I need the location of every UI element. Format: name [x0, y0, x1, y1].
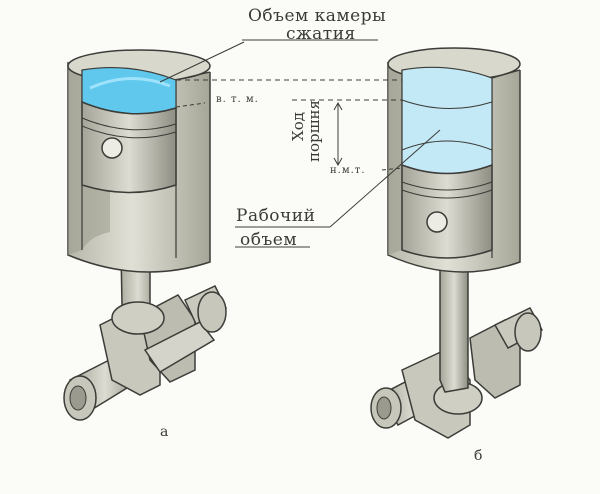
label-figure-a: а — [160, 424, 169, 440]
label-tdc: в. т. м. — [216, 94, 259, 105]
piston-a — [81, 100, 177, 194]
engine-b — [370, 47, 544, 439]
label-working-volume-2: объем — [240, 230, 298, 250]
engine-a — [63, 49, 227, 421]
label-compression-volume-2: сжатия — [286, 24, 356, 44]
label-compression-volume-1: Объем камеры — [248, 6, 387, 26]
annotation-lines — [159, 39, 441, 248]
label-figure-b: б — [474, 448, 483, 464]
label-stroke-1: Ход — [289, 112, 307, 141]
label-working-volume-1: Рабочий — [236, 206, 316, 226]
label-stroke-2: поршня — [305, 100, 323, 163]
working-volume-b — [401, 66, 493, 175]
piston-b — [401, 163, 493, 259]
label-bdc: н.м.т. — [330, 165, 366, 176]
